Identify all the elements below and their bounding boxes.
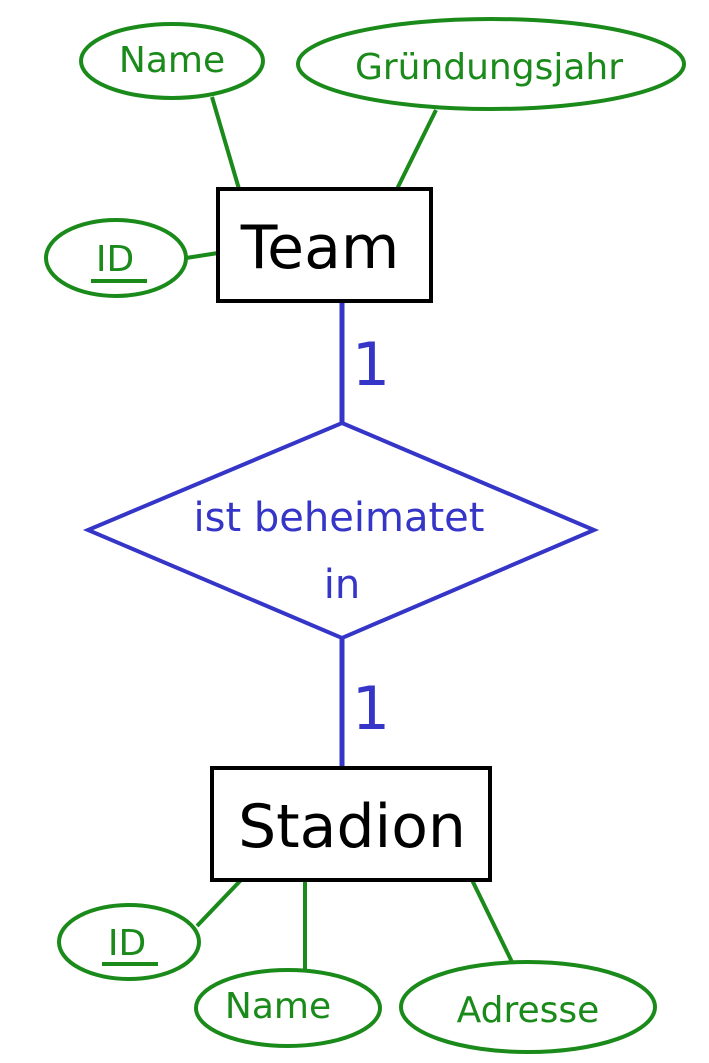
stadion-entity-label: Stadion — [238, 792, 466, 862]
stadion-name-label: Name — [225, 986, 331, 1027]
team-attribute-name[interactable]: Name — [79, 22, 265, 100]
team-name-connector — [210, 96, 241, 190]
team-attribute-id[interactable]: ID — [44, 218, 188, 298]
stadion-attribute-id[interactable]: ID — [57, 903, 201, 981]
stadion-attribute-address[interactable]: Adresse — [399, 960, 657, 1054]
team-id-connector — [185, 251, 219, 260]
team-attribute-founding-year[interactable]: Gründungsjahr — [296, 17, 686, 111]
team-founding-year-label: Gründungsjahr — [355, 47, 623, 88]
team-entity-box — [216, 187, 433, 303]
team-entity-label: Team — [240, 213, 400, 283]
team-id-ellipse — [44, 218, 188, 298]
relationship-diamond — [82, 420, 600, 641]
team-founding-year-ellipse — [296, 17, 686, 111]
stadion-attribute-name[interactable]: Name — [194, 968, 382, 1048]
stadion-id-connector — [195, 878, 243, 928]
relationship-ist-beheimatet-in[interactable]: ist beheimatet in — [82, 420, 600, 641]
stadion-address-ellipse — [399, 960, 657, 1054]
team-id-label: ID — [96, 239, 134, 280]
team-founding-year-connector — [395, 109, 438, 190]
stadion-entity[interactable]: Stadion — [210, 766, 492, 882]
stadion-entity-box — [210, 766, 492, 882]
stadion-id-ellipse — [57, 903, 201, 981]
relationship-label-line2: in — [324, 562, 360, 608]
team-name-ellipse — [79, 22, 265, 100]
stadion-name-ellipse — [194, 968, 382, 1048]
stadion-address-connector — [470, 879, 514, 963]
stadion-address-label: Adresse — [457, 990, 600, 1031]
cardinality-top: 1 — [352, 330, 390, 400]
cardinality-bottom: 1 — [352, 674, 390, 744]
team-name-label: Name — [119, 40, 225, 81]
team-entity[interactable]: Team — [216, 187, 433, 303]
relationship-label-line1: ist beheimatet — [194, 495, 485, 541]
stadion-id-label: ID — [108, 923, 146, 964]
